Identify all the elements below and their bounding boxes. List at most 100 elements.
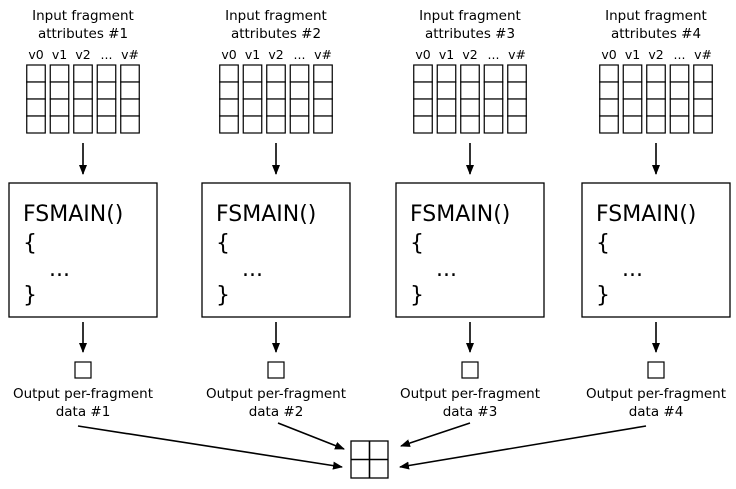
attribute-cell (242, 64, 263, 83)
merge-arrow-4 (399, 425, 647, 470)
attribute-cell (460, 81, 480, 100)
output-label-line-1: Output per-fragment (13, 386, 153, 402)
attribute-cell (313, 64, 333, 83)
attribute-cell (26, 115, 46, 134)
attribute-cell (599, 81, 619, 100)
attribute-cell (120, 98, 140, 117)
output-label-line-1: Output per-fragment (206, 386, 346, 402)
attribute-column-label: v0 (221, 47, 236, 62)
attribute-column-label: v1 (245, 47, 260, 62)
attribute-cell (646, 81, 666, 100)
input-label-line-2: attributes #3 (425, 26, 515, 42)
input-label-line-2: attributes #2 (231, 26, 321, 42)
attribute-cell (622, 64, 643, 83)
shader-body-ellipsis: ... (622, 257, 643, 282)
attribute-cell (483, 98, 504, 117)
shader-body-ellipsis: ... (242, 257, 263, 282)
merge-arrow-1 (77, 425, 343, 470)
attribute-cell (219, 115, 239, 134)
attribute-column-label: v1 (439, 47, 454, 62)
merge-arrow-2 (277, 422, 345, 450)
attribute-cell (436, 98, 457, 117)
output-label-line-2: data #4 (629, 404, 684, 420)
attribute-cell (96, 115, 117, 134)
attribute-cell (622, 98, 643, 117)
shader-function-name: FSMAIN() (410, 202, 510, 227)
attribute-cell (436, 81, 457, 100)
attribute-cell (507, 98, 527, 117)
attribute-cell (622, 115, 643, 134)
attribute-cell (413, 115, 433, 134)
attribute-cell (622, 81, 643, 100)
attribute-cell (73, 98, 93, 117)
attribute-cell (26, 81, 46, 100)
attribute-cell (242, 115, 263, 134)
attribute-cell (96, 64, 117, 83)
attribute-cell (242, 98, 263, 117)
attribute-cell (646, 64, 666, 83)
shader-function-name: FSMAIN() (23, 202, 123, 227)
attribute-column-label: v2 (268, 47, 283, 62)
attribute-cell (599, 64, 619, 83)
attribute-cell (669, 64, 690, 83)
shader-open-brace: { (596, 231, 610, 256)
attribute-cell (289, 115, 310, 134)
attribute-cell (289, 64, 310, 83)
attribute-cell (646, 115, 666, 134)
input-label-line-1: Input fragment (32, 8, 134, 24)
input-label-line-1: Input fragment (225, 8, 327, 24)
attribute-cell (413, 98, 433, 117)
input-label-line-1: Input fragment (419, 8, 521, 24)
attribute-cell (693, 98, 713, 117)
output-label-line-2: data #1 (56, 404, 111, 420)
shader-open-brace: { (23, 231, 37, 256)
attribute-cell (289, 81, 310, 100)
output-label-line-2: data #3 (443, 404, 498, 420)
attribute-column-label: ... (488, 47, 500, 62)
shader-close-brace: } (596, 283, 610, 308)
attribute-cell (49, 64, 70, 83)
attribute-cell (483, 81, 504, 100)
output-label-line-1: Output per-fragment (400, 386, 540, 402)
output-label-line-1: Output per-fragment (586, 386, 726, 402)
attribute-cell (599, 98, 619, 117)
attribute-cell (646, 98, 666, 117)
attribute-cell (242, 81, 263, 100)
attribute-cell (73, 115, 93, 134)
output-fragment-square (647, 361, 665, 379)
output-fragment-square (267, 361, 285, 379)
attribute-cell (266, 98, 286, 117)
attribute-column-label: v2 (75, 47, 90, 62)
attribute-column-label: v# (508, 47, 526, 62)
attribute-column-label: v0 (415, 47, 430, 62)
attribute-cell (693, 64, 713, 83)
attribute-cell (599, 115, 619, 134)
attribute-cell (436, 115, 457, 134)
attribute-column-label: v0 (28, 47, 43, 62)
attribute-cell (507, 81, 527, 100)
attribute-cell (460, 115, 480, 134)
attribute-cell (507, 64, 527, 83)
attribute-cell (49, 98, 70, 117)
shader-box (8, 182, 158, 318)
attribute-cell (120, 81, 140, 100)
attribute-cell (96, 81, 117, 100)
attribute-cell (669, 81, 690, 100)
attribute-cell (413, 81, 433, 100)
attribute-column-label: v1 (625, 47, 640, 62)
attribute-column-label: v# (694, 47, 712, 62)
attribute-cell (73, 81, 93, 100)
attribute-cell (219, 81, 239, 100)
attribute-cell (26, 64, 46, 83)
attribute-cell (313, 98, 333, 117)
shader-close-brace: } (216, 283, 230, 308)
shader-box (395, 182, 545, 318)
attribute-column-label: ... (294, 47, 306, 62)
merge-arrows (77, 422, 647, 470)
attribute-column-label: v# (121, 47, 139, 62)
attribute-cell (669, 98, 690, 117)
